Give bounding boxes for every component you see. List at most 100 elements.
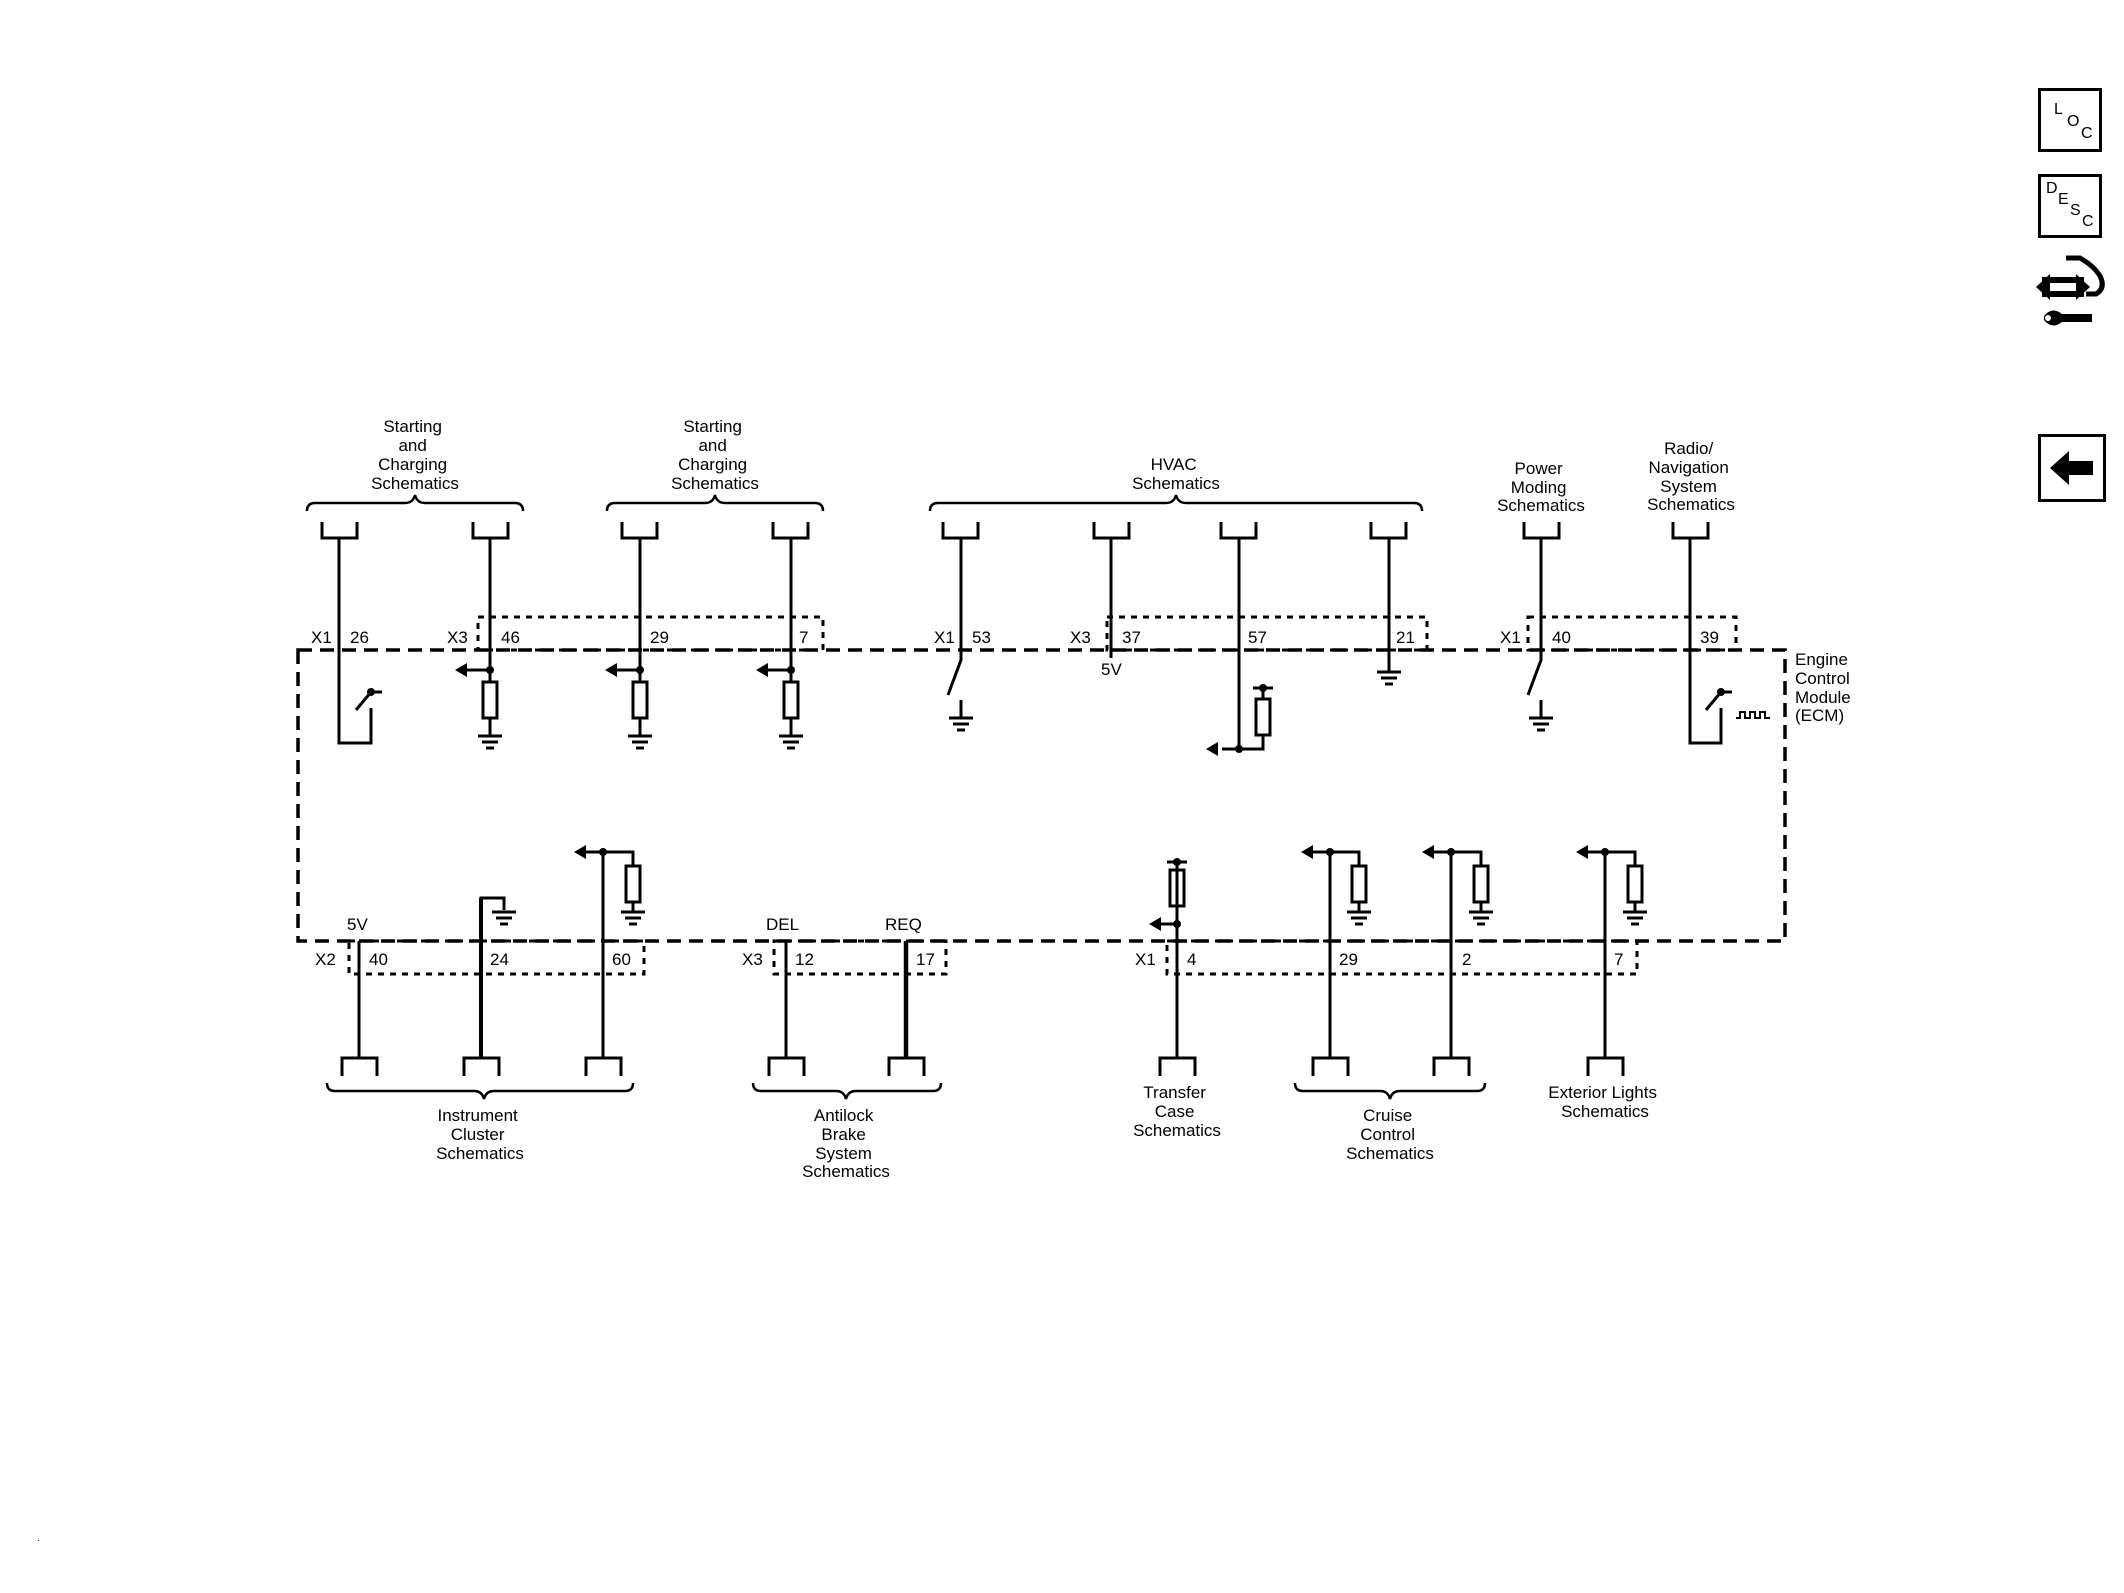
connector-label: X3 bbox=[447, 628, 468, 647]
top-terminal bbox=[320, 522, 359, 540]
wire-pin-40 bbox=[1526, 538, 1543, 696]
bottom-terminal bbox=[1586, 1056, 1625, 1076]
pulse-waveform-icon bbox=[1736, 711, 1770, 719]
pin-number: 17 bbox=[916, 950, 935, 969]
junction-dot bbox=[1326, 848, 1334, 856]
top-group-label: Radio/ Navigation System Schematics bbox=[1647, 439, 1735, 514]
resistor-pin-46 bbox=[464, 668, 502, 750]
back-arrow-icon bbox=[2050, 451, 2093, 485]
desc-letter: S bbox=[2070, 202, 2081, 219]
resistor-bottom-pin-4 bbox=[1160, 860, 1187, 926]
wire-bottom-pin-29 bbox=[1328, 850, 1361, 1058]
bottom-group-label: Cruise Control Schematics bbox=[1346, 1106, 1434, 1163]
wire-bottom-pin-2 bbox=[1449, 850, 1483, 1058]
pin-number: 53 bbox=[972, 628, 991, 647]
wire-bottom-pin-24 bbox=[479, 896, 506, 1058]
junction-dot bbox=[1173, 858, 1181, 866]
top-group-label: Starting and Charging Schematics bbox=[671, 417, 759, 493]
pin-number: 29 bbox=[1339, 950, 1358, 969]
wire-pin-26 bbox=[337, 538, 373, 745]
ground-pin-40 bbox=[1529, 700, 1553, 732]
resistor-pin-7 bbox=[765, 668, 803, 750]
top-group-label: HVAC Schematics bbox=[1132, 455, 1220, 493]
connector-label: X3 bbox=[1070, 628, 1091, 647]
service-tool-icon bbox=[2036, 255, 2105, 326]
top-terminal bbox=[941, 522, 980, 540]
connector-label: X2 bbox=[315, 950, 336, 969]
bottom-group-label: Exterior Lights Schematics bbox=[1548, 1083, 1661, 1121]
ecm-module-boundary bbox=[296, 648, 1787, 943]
bottom-brace-2 bbox=[751, 1082, 943, 1100]
loc-letter: C bbox=[2081, 125, 2093, 142]
desc-button[interactable]: D E S C bbox=[2038, 174, 2102, 238]
arrow-bottom-pin-7 bbox=[1576, 845, 1588, 859]
connector-label: X1 bbox=[1135, 950, 1156, 969]
bottom-group-label: Instrument Cluster Schematics bbox=[436, 1106, 524, 1163]
pin-number: 40 bbox=[369, 950, 388, 969]
top-group-label: Power Moding Schematics bbox=[1497, 459, 1585, 515]
junction-dot bbox=[1235, 745, 1243, 753]
arrow-bottom-pin-60 bbox=[574, 845, 586, 859]
bottom-terminal bbox=[1311, 1056, 1350, 1076]
signal-label-5v: 5V bbox=[347, 915, 368, 934]
signal-label-req: REQ bbox=[885, 915, 922, 934]
pin-number: 37 bbox=[1122, 628, 1141, 647]
top-terminal bbox=[471, 522, 510, 540]
pin-number: 60 bbox=[612, 950, 631, 969]
connector-label: X1 bbox=[934, 628, 955, 647]
top-terminal bbox=[1219, 522, 1258, 540]
wire-pin-53 bbox=[946, 538, 963, 696]
ground-bottom-pin-24 bbox=[492, 910, 516, 926]
pin-number: 4 bbox=[1187, 950, 1196, 969]
wire-pin-57 bbox=[1237, 538, 1265, 751]
top-group-label: Starting and Charging Schematics bbox=[371, 417, 459, 493]
desc-letter: E bbox=[2058, 191, 2069, 208]
connector-box-x2-bottom bbox=[347, 939, 646, 976]
bottom-terminal bbox=[767, 1056, 806, 1076]
bottom-terminal bbox=[1432, 1056, 1471, 1076]
pin-number: 7 bbox=[799, 628, 808, 647]
connector-label: X3 bbox=[742, 950, 763, 969]
pin-number: 2 bbox=[1462, 950, 1471, 969]
service-tool-button[interactable] bbox=[2036, 254, 2108, 338]
resistor-bottom-pin-7 bbox=[1587, 850, 1647, 926]
junction-dot bbox=[1173, 920, 1181, 928]
pin-number: 29 bbox=[650, 628, 669, 647]
ground-pin-53 bbox=[949, 700, 973, 732]
desc-letter: C bbox=[2082, 213, 2094, 230]
junction-dot bbox=[486, 666, 494, 674]
arrow-bottom-pin-29 bbox=[1301, 845, 1313, 859]
back-button[interactable] bbox=[2038, 434, 2106, 502]
module-label: Engine Control Module (ECM) bbox=[1795, 650, 1856, 725]
arrow-bottom-pin-4 bbox=[1149, 917, 1161, 931]
bottom-group-label: Transfer Case Schematics bbox=[1133, 1083, 1221, 1140]
top-terminal bbox=[1092, 522, 1131, 540]
resistor-bottom-pin-60 bbox=[585, 850, 645, 926]
arrow-pin-57 bbox=[1206, 742, 1218, 756]
ground-pin-21 bbox=[1377, 666, 1401, 686]
junction-dot bbox=[1447, 848, 1455, 856]
junction-dot bbox=[1601, 848, 1609, 856]
loc-letter: O bbox=[2067, 113, 2080, 130]
pin-number: 57 bbox=[1248, 628, 1267, 647]
bottom-group-label: Antilock Brake System Schematics bbox=[802, 1106, 890, 1181]
wire-pin-39 bbox=[1688, 538, 1723, 745]
resistor-bottom-pin-29 bbox=[1312, 850, 1371, 926]
loc-button[interactable]: L O C bbox=[2038, 88, 2102, 152]
top-terminal bbox=[1671, 522, 1710, 540]
arrow-pin-46 bbox=[455, 663, 467, 677]
top-brace-2 bbox=[605, 494, 825, 512]
arrow-bottom-pin-2 bbox=[1422, 845, 1434, 859]
pin-number: 40 bbox=[1552, 628, 1571, 647]
connector-box-x3-bottom bbox=[772, 939, 948, 976]
pin-number: 24 bbox=[490, 950, 509, 969]
connector-label: X1 bbox=[1500, 628, 1521, 647]
top-brace-1 bbox=[305, 494, 525, 512]
bottom-terminal bbox=[340, 1056, 379, 1076]
signal-label-del: DEL bbox=[766, 915, 799, 934]
wire-bottom-pin-60 bbox=[601, 850, 635, 1058]
bottom-terminal bbox=[1158, 1056, 1197, 1076]
pin-number: 12 bbox=[795, 950, 814, 969]
corner-dot: . bbox=[37, 1533, 40, 1544]
